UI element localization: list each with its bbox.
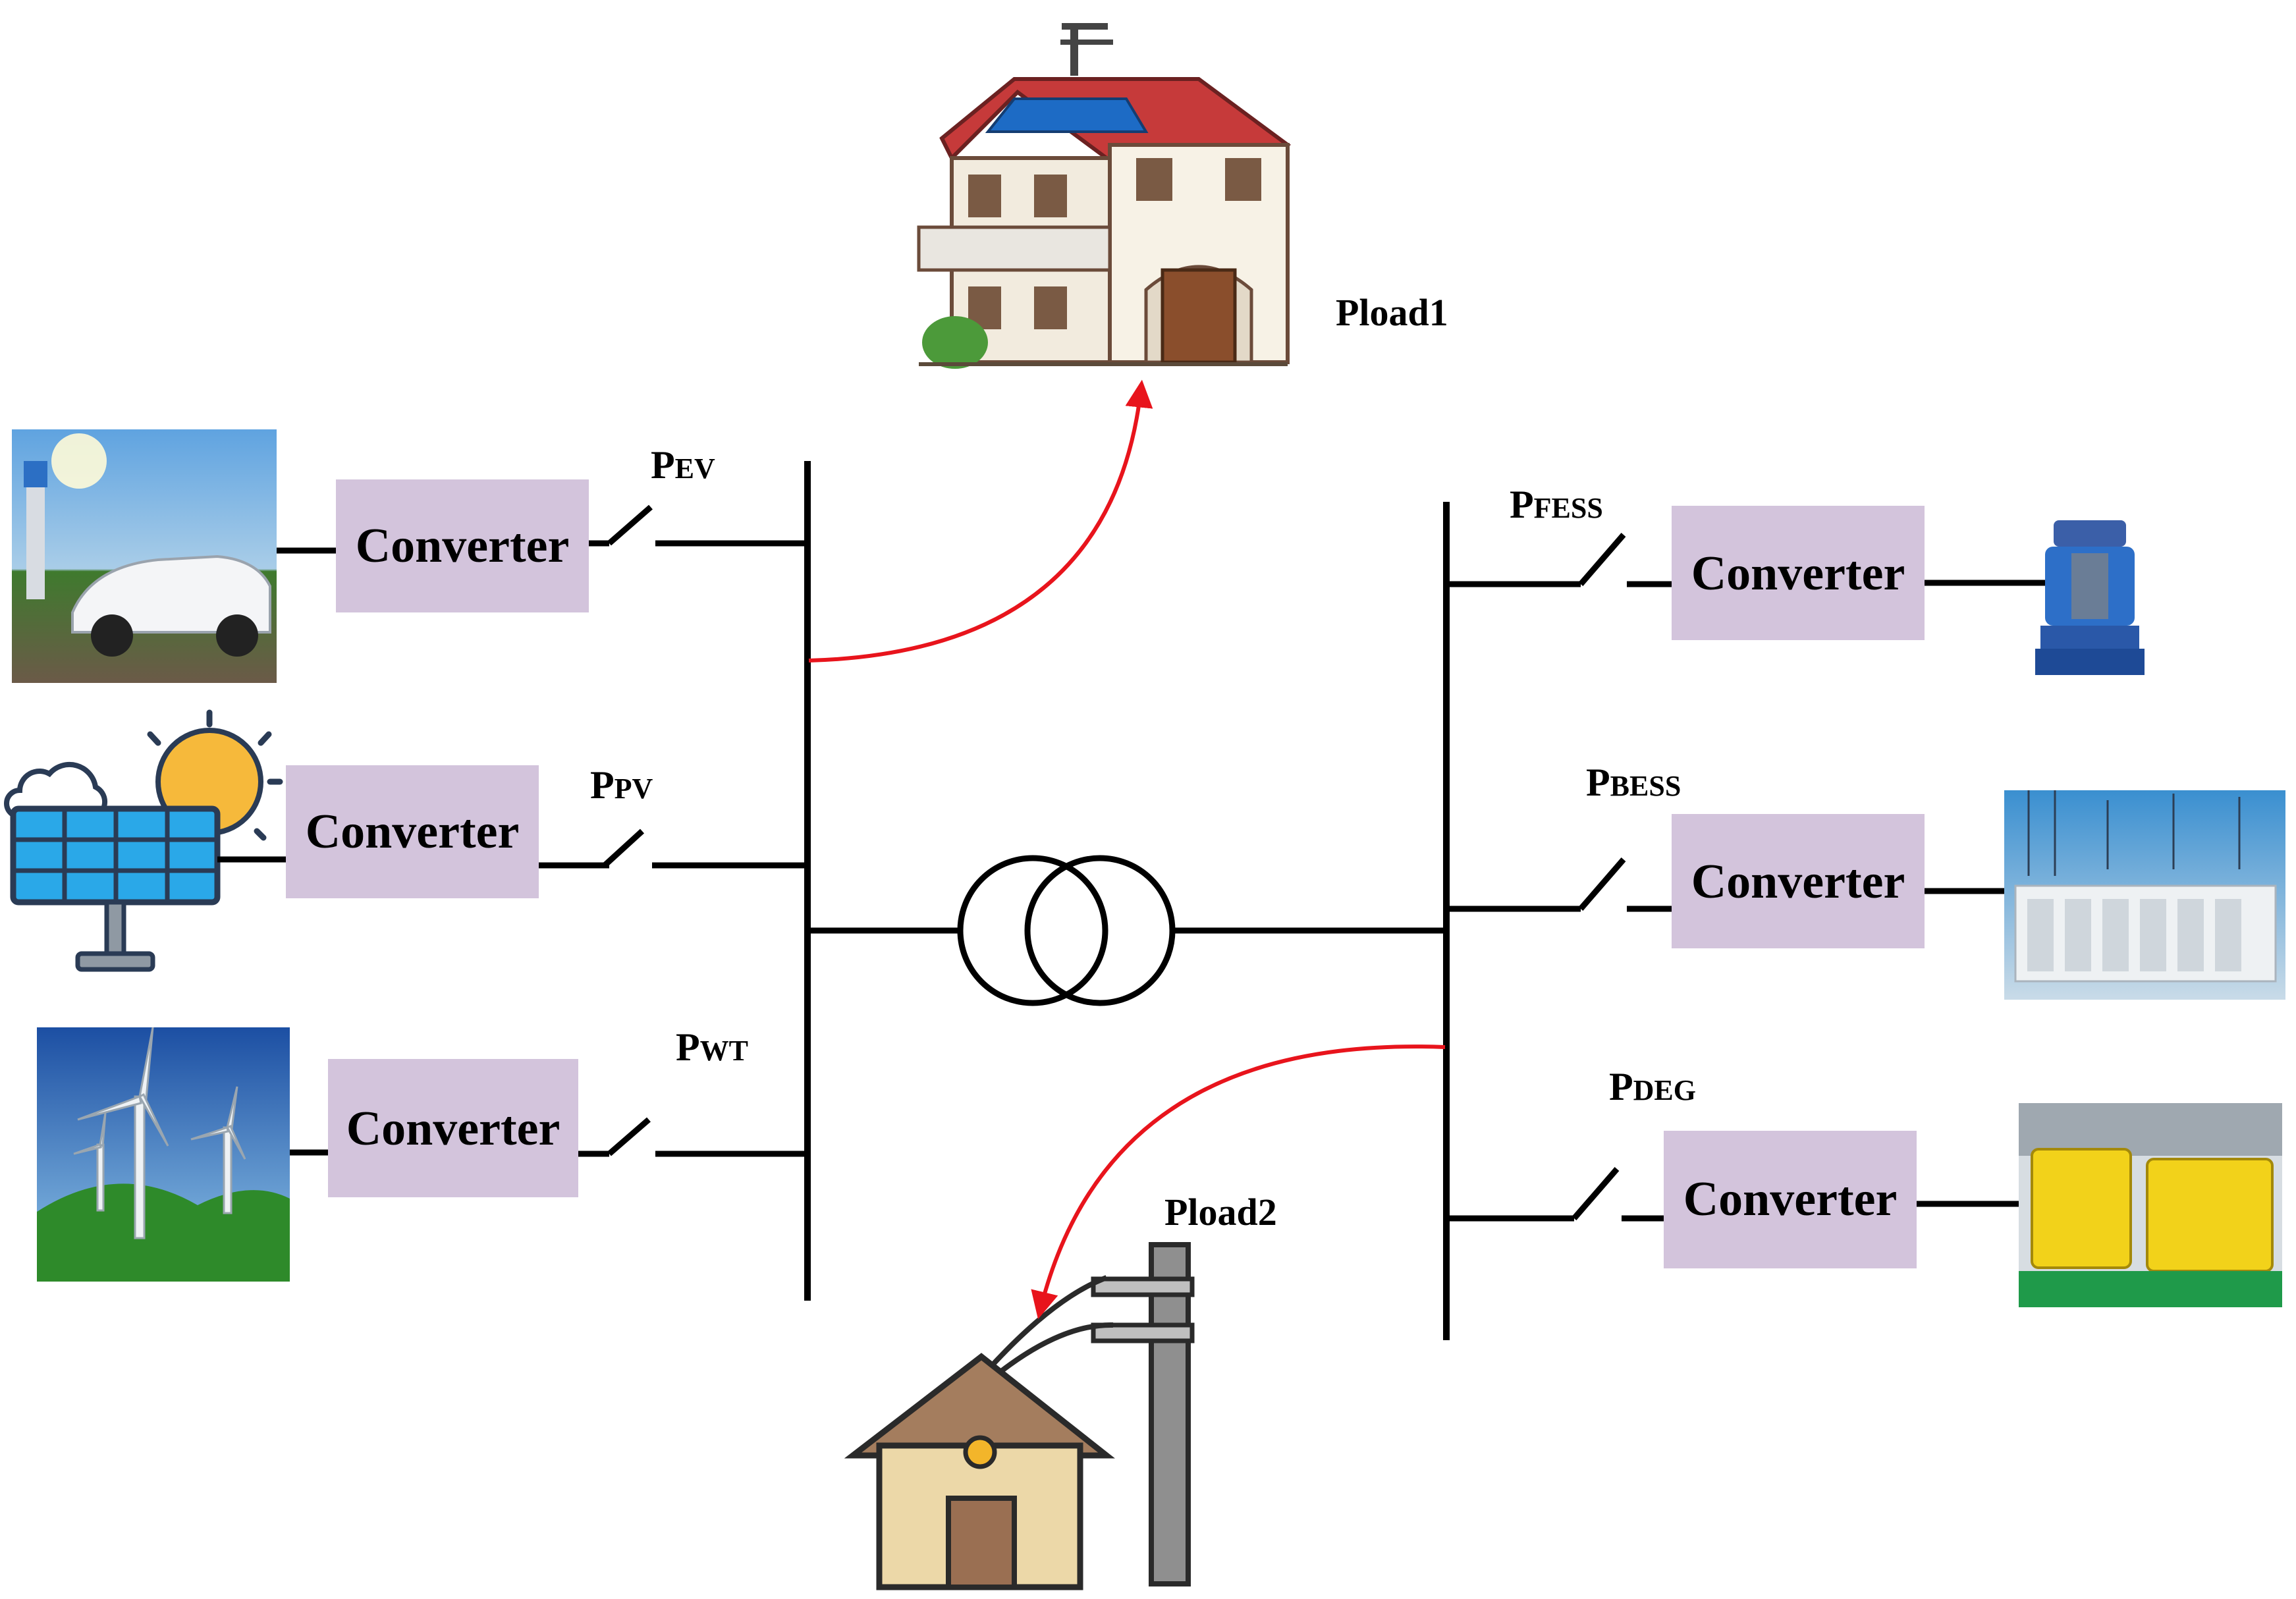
wt-branch: Converter PWT: [37, 1025, 807, 1282]
load1-label: Pload1: [1336, 291, 1448, 334]
wt-power-label: PWT: [676, 1025, 748, 1069]
pv-branch: Converter PPV: [4, 709, 807, 972]
deg-switch[interactable]: [1572, 1167, 1620, 1220]
flow-arrow-load2: [1031, 1044, 1446, 1320]
diesel-generator-icon: [2019, 1103, 2282, 1307]
deg-branch: Converter PDEG: [1446, 1065, 2282, 1307]
fess-converter-label: Converter: [1691, 547, 1905, 601]
pv-power-label: PPV: [590, 763, 653, 807]
fess-switch[interactable]: [1578, 533, 1626, 586]
deg-power-label: PDEG: [1609, 1065, 1696, 1108]
ev-power-label: PEV: [651, 443, 715, 487]
small-house-icon: [844, 1242, 1195, 1590]
load1: Pload1: [917, 23, 1448, 369]
ev-switch[interactable]: [607, 504, 653, 546]
bess-branch: Converter PBESS: [1446, 761, 2285, 1000]
load2: Pload2: [844, 1191, 1277, 1590]
bess-power-label: PBESS: [1586, 761, 1681, 804]
ev-charging-icon: [12, 429, 277, 683]
transformer: [807, 855, 1446, 1006]
pv-switch[interactable]: [602, 828, 645, 868]
wt-converter-label: Converter: [346, 1102, 560, 1156]
fess-branch: Converter PFESS: [1446, 483, 2145, 675]
load2-label: Pload2: [1164, 1191, 1277, 1233]
wind-turbine-icon: [37, 1027, 290, 1282]
ev-branch: Converter PEV: [12, 429, 807, 683]
flywheel-icon: [2035, 520, 2145, 675]
battery-storage-icon: [2004, 790, 2285, 1000]
house-icon: [917, 23, 1291, 369]
fess-power-label: PFESS: [1510, 483, 1603, 526]
deg-converter-label: Converter: [1683, 1172, 1898, 1226]
bess-converter-label: Converter: [1691, 855, 1905, 909]
solar-panel-icon: [4, 709, 283, 972]
transformer-icon: [957, 855, 1108, 1006]
wt-switch[interactable]: [607, 1117, 651, 1156]
ev-converter-label: Converter: [356, 519, 570, 573]
flow-arrow-load1: [808, 379, 1153, 663]
bess-switch[interactable]: [1578, 857, 1626, 911]
pv-converter-label: Converter: [306, 805, 520, 859]
